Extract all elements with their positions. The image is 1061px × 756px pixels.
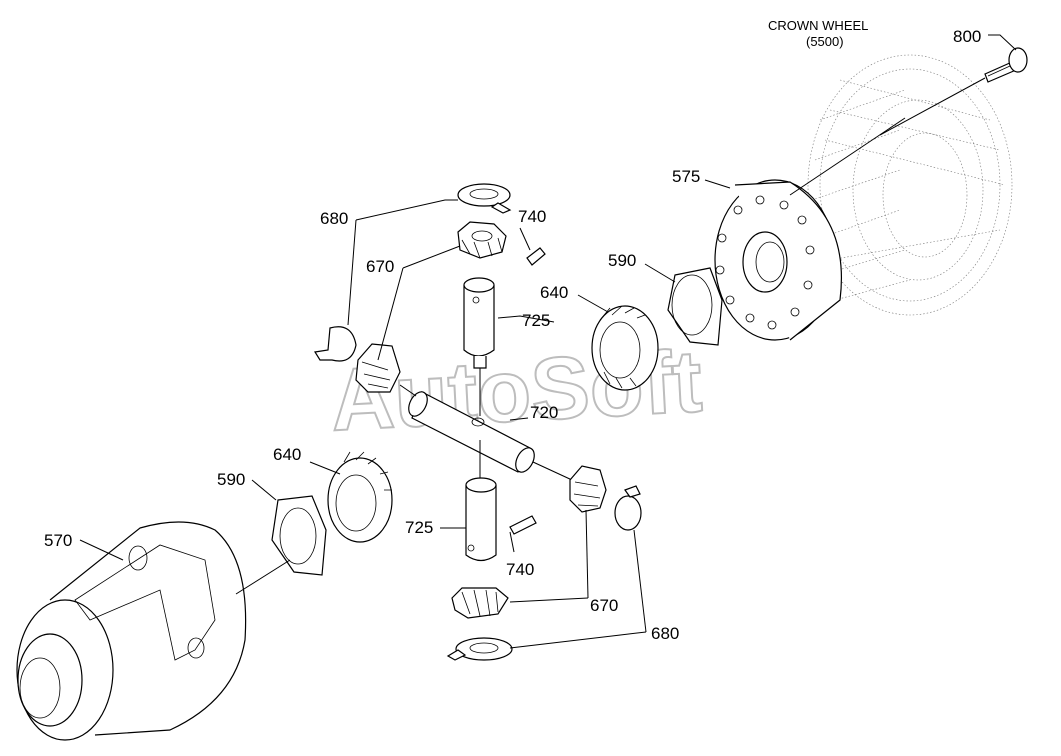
label-725-top: 725: [522, 311, 550, 330]
label-680-bottom: 680: [651, 624, 679, 643]
label-crown-wheel-ref: (5500): [806, 34, 844, 49]
pin-740-bottom: [509, 515, 537, 535]
label-590-right: 590: [608, 251, 636, 270]
pinion-670-right: [569, 465, 607, 513]
washer-680-right: [614, 485, 642, 531]
label-800: 800: [953, 27, 981, 46]
leader-lines: [79, 34, 1017, 649]
shaft-725-bottom: [465, 477, 497, 562]
label-740-bottom: 740: [506, 560, 534, 579]
side-gear-640-right: [591, 305, 659, 391]
label-670-top: 670: [366, 257, 394, 276]
pinion-670-left: [355, 343, 401, 393]
thrust-washer-590-right: [667, 267, 723, 346]
pin-740-top: [526, 247, 546, 266]
crown-wheel: [807, 54, 1013, 316]
label-575: 575: [672, 167, 700, 186]
washer-680-top: [457, 183, 512, 214]
shaft-725-top: [463, 277, 495, 369]
cross-shaft-720: [399, 368, 573, 481]
bolt-800: [879, 47, 1028, 136]
label-740-top: 740: [518, 207, 546, 226]
case-570: [16, 521, 291, 741]
pinion-670-top: [457, 221, 507, 259]
label-640-left: 640: [273, 445, 301, 464]
label-720: 720: [530, 403, 558, 422]
label-725-bottom: 725: [405, 518, 433, 537]
label-crown-wheel: CROWN WHEEL: [768, 18, 868, 33]
thrust-washer-590-left: [271, 495, 327, 576]
label-680-top: 680: [320, 209, 348, 228]
side-gear-640-left: [327, 451, 393, 543]
label-590-left: 590: [217, 470, 245, 489]
washer-680-bottom: [446, 637, 513, 661]
label-570: 570: [44, 531, 72, 550]
label-640-right: 640: [540, 283, 568, 302]
pinion-670-bottom: [451, 587, 509, 619]
housing-575: [714, 117, 906, 341]
label-670-bottom: 670: [590, 596, 618, 615]
washer-680-left: [314, 326, 357, 362]
